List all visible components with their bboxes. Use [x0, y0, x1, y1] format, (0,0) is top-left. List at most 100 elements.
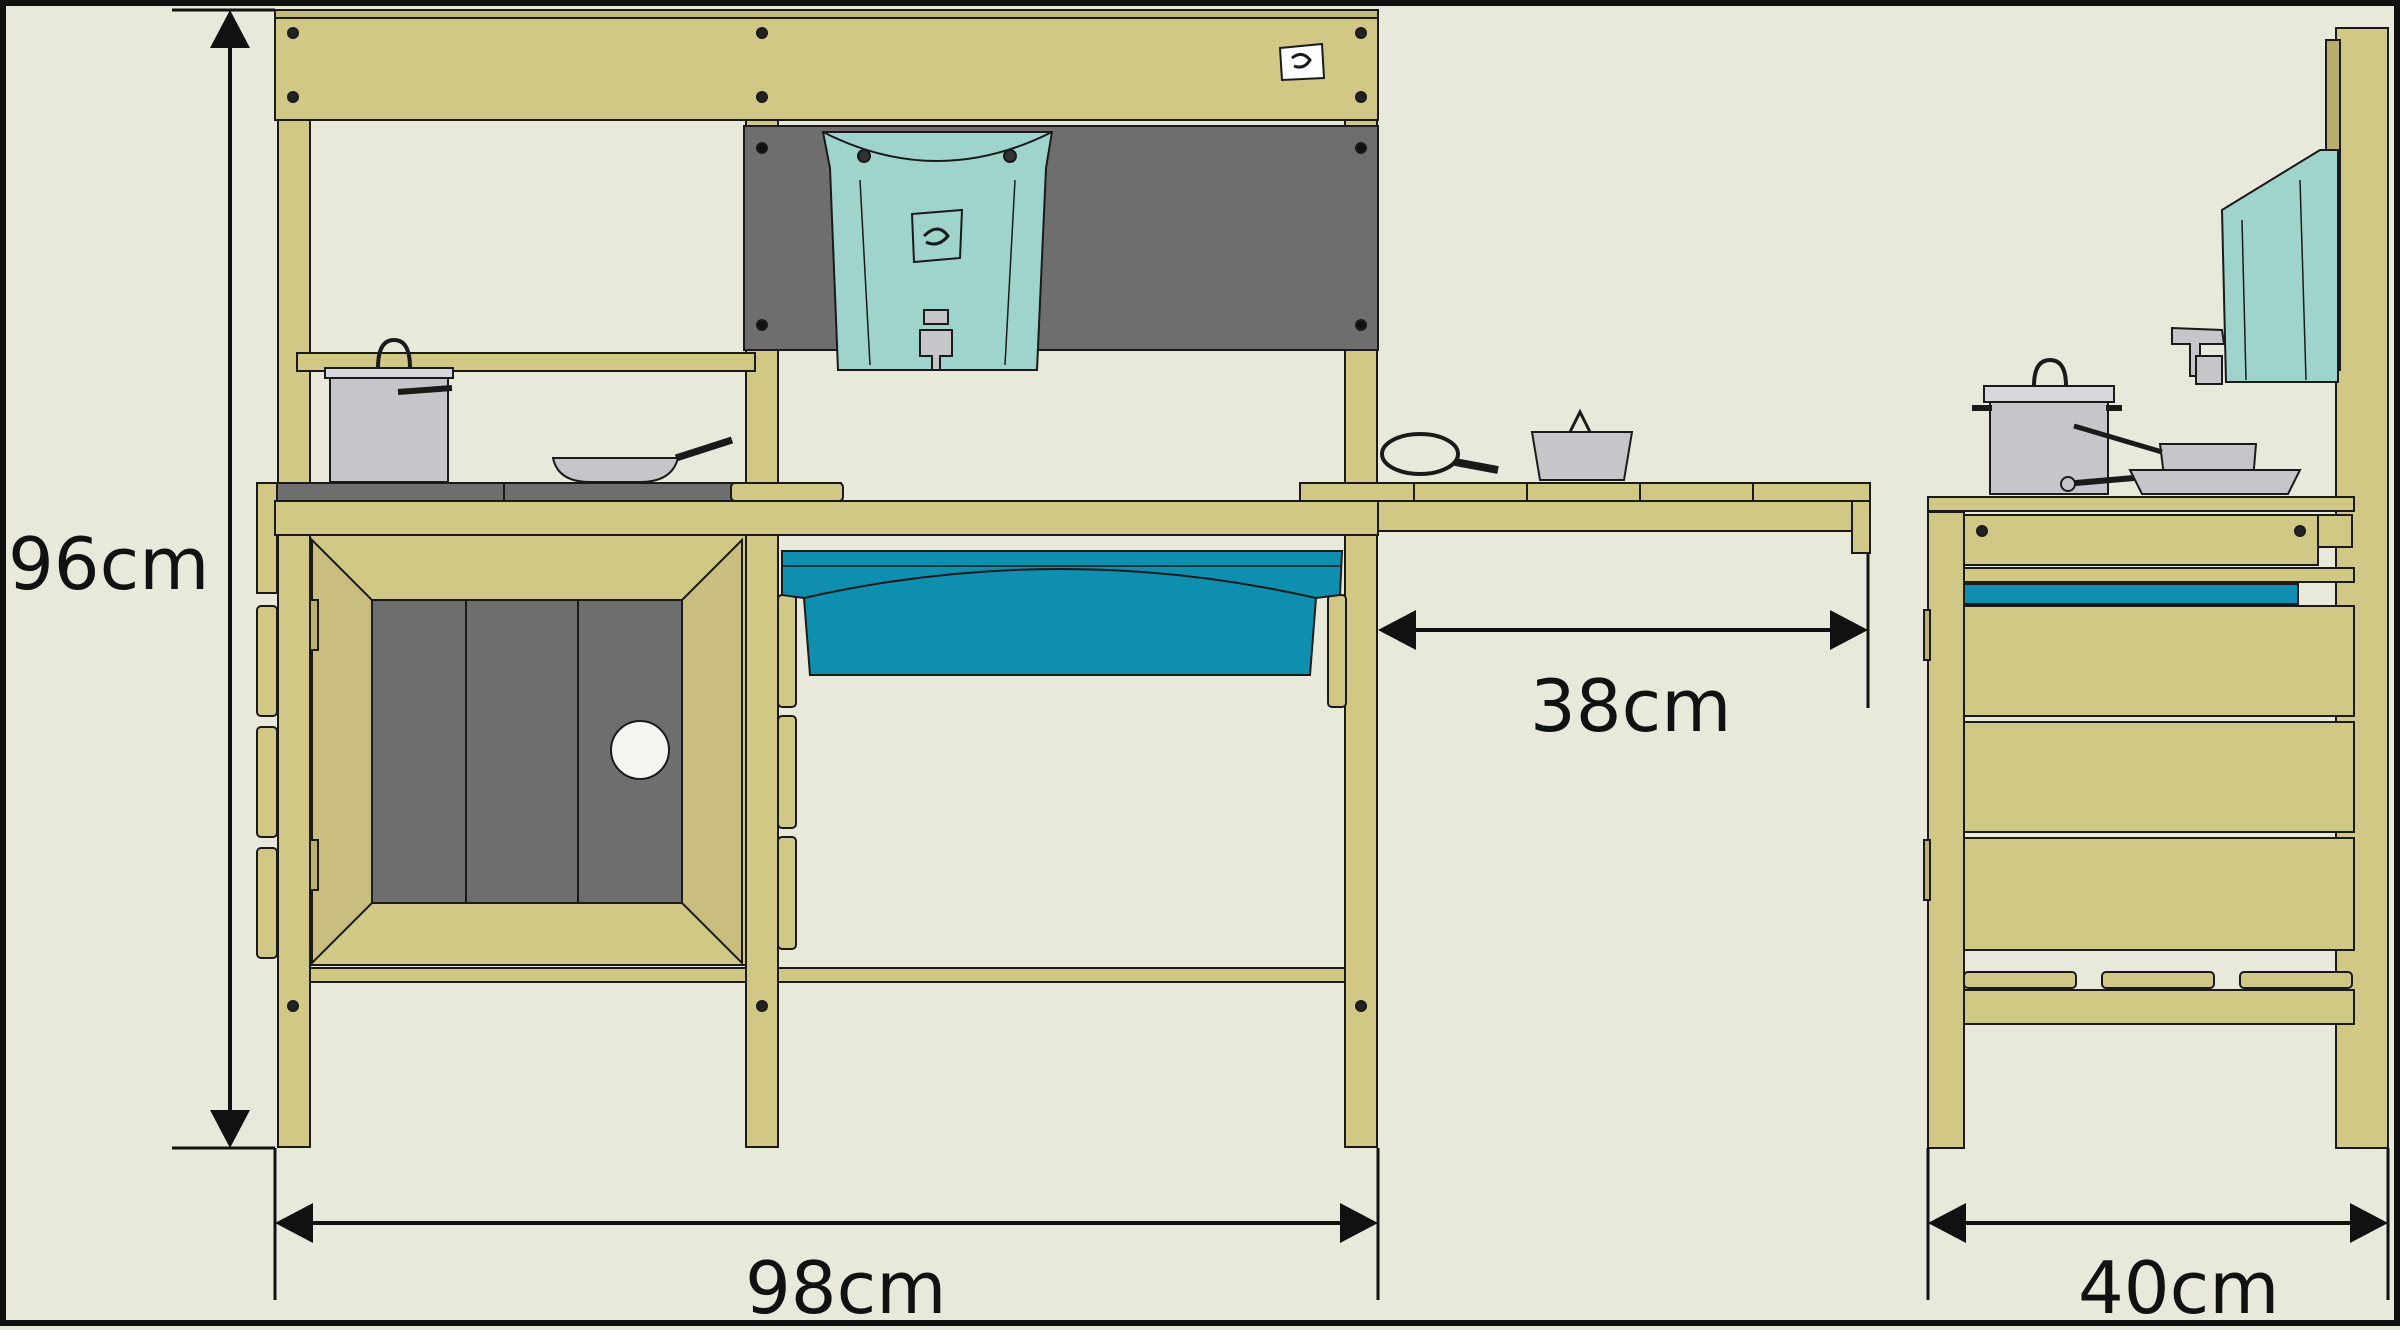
basin-side-slat [777, 715, 797, 829]
side-frying-pan [2128, 469, 2302, 495]
side-shelf-rail [1377, 500, 1871, 532]
height-label: 96cm [8, 522, 210, 606]
side-bottom-slat [2101, 971, 2215, 989]
oven-knob-hole [610, 720, 670, 780]
left-post [277, 119, 311, 1148]
screw [1355, 142, 1367, 154]
left-edge-slat [256, 482, 278, 594]
basin-side-slat [1327, 594, 1347, 708]
arrow-right-icon [2350, 1203, 2388, 1243]
screw [287, 27, 299, 39]
tank-logo-icon [910, 208, 964, 264]
side-tap-body [2195, 355, 2223, 385]
pot-lid [324, 367, 454, 379]
left-edge-slat [256, 847, 278, 959]
side-bottom-rail [1963, 989, 2355, 1025]
width-label: 98cm [745, 1246, 947, 1330]
arrow-up-icon [210, 10, 250, 48]
side-apron [1963, 514, 2319, 566]
bottom-rail-left [309, 967, 747, 983]
side-saucepan-handle [2073, 423, 2163, 455]
screw [756, 319, 768, 331]
side-apron-end [2317, 514, 2353, 548]
basin-rim-curve [803, 568, 1317, 599]
tank-rib [859, 179, 871, 366]
basin-side-slat [777, 836, 797, 950]
water-tank-rim [822, 131, 1053, 162]
side-bottom-slat [2239, 971, 2353, 989]
side-panel [1963, 721, 2355, 833]
side-pot-handle [2032, 357, 2068, 387]
screw [287, 91, 299, 103]
side-shelf-top [1299, 482, 1871, 502]
screw [1355, 91, 1367, 103]
small-saucepan [1530, 431, 1634, 481]
arrow-right-icon [1340, 1203, 1378, 1243]
side-panel [1963, 605, 2355, 717]
side-hinge [1923, 839, 1931, 901]
side-shelf-label: 38cm [1530, 664, 1732, 748]
oven-frame-left [311, 537, 373, 966]
screw [2294, 525, 2306, 537]
screw [756, 27, 768, 39]
worktop-plank [730, 482, 844, 502]
pot-side-handle [397, 385, 453, 395]
side-cooking-pot [1989, 399, 2109, 495]
logo-mark [1291, 53, 1312, 69]
tank-rib [2241, 219, 2247, 381]
side-front-post [1927, 511, 1965, 1149]
side-water-tank [2220, 149, 2339, 383]
oven-hinge [309, 599, 319, 651]
arrow-right-icon [1830, 610, 1868, 650]
screw [1355, 319, 1367, 331]
saucepan-handle [1568, 408, 1592, 433]
hook-hole [1003, 149, 1017, 163]
screw [1355, 27, 1367, 39]
top-backboard-edge [274, 9, 1379, 19]
oven-frame-right [681, 537, 743, 966]
arrow-left-icon [275, 1203, 313, 1243]
tank-logo-mark [922, 227, 950, 246]
pot-handle [376, 337, 412, 369]
hook-hole [857, 149, 871, 163]
side-view [1923, 27, 2389, 1149]
worktop-front [274, 500, 1379, 536]
left-edge-slat [256, 605, 278, 717]
whisk-icon [1380, 432, 1460, 476]
arrow-down-icon [210, 1110, 250, 1148]
tap-body [923, 309, 949, 325]
bottom-rail-right [777, 967, 1346, 983]
depth-label: 40cm [2078, 1246, 2280, 1330]
side-bottom-slat [1963, 971, 2077, 989]
pan-handle [674, 436, 734, 462]
side-worktop [1927, 496, 2355, 512]
side-pan-handle-end [2060, 476, 2076, 492]
oven-hinge [309, 839, 319, 891]
left-edge-slat [256, 726, 278, 838]
side-panel [1963, 837, 2355, 951]
arrow-left-icon [1378, 610, 1416, 650]
basin-side-slat [777, 594, 797, 708]
screw [1976, 525, 1988, 537]
arrow-left-icon [1928, 1203, 1966, 1243]
side-back-upright [2335, 27, 2389, 1149]
side-shelf-bracket [1851, 500, 1871, 554]
screw [756, 142, 768, 154]
side-rail [1963, 567, 2355, 583]
dimension-lines [172, 8, 2390, 1300]
side-pot-lid [1983, 385, 2115, 403]
front-view [256, 9, 1871, 1148]
frying-pan [551, 457, 680, 483]
tank-rib [2299, 179, 2307, 381]
logo-flag-icon [1278, 42, 1326, 82]
tank-rib [1004, 179, 1016, 366]
screw [287, 1000, 299, 1012]
screw [756, 91, 768, 103]
top-backboard [274, 9, 1379, 121]
tap-icon [919, 329, 953, 371]
side-basin [1963, 583, 2299, 605]
screw [756, 1000, 768, 1012]
whisk-handle [1454, 458, 1499, 474]
